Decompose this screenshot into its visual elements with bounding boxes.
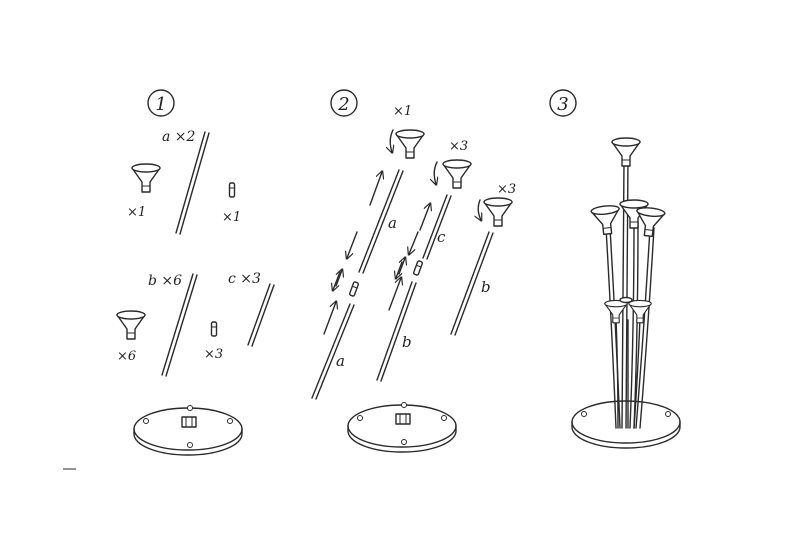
step2-count-right-cups: ×3	[497, 182, 516, 197]
stick-a-upper	[358, 169, 400, 273]
base-plate	[347, 402, 457, 453]
arrow	[390, 129, 393, 152]
arrow	[409, 231, 419, 254]
connector-icon	[210, 321, 218, 337]
stick-c-mid	[422, 194, 448, 259]
step1-count-connector-bottom: ×3	[204, 347, 223, 362]
connector-icon	[348, 280, 360, 298]
arrow	[335, 270, 342, 287]
arrow	[333, 271, 341, 290]
stick-c-mid-edge	[426, 195, 452, 260]
arrow	[388, 278, 401, 311]
step-1-panel: 1 a ×2 ×1 ×1 b ×6 c ×3 ×6 ×3	[63, 89, 275, 470]
stick-b-right	[450, 231, 490, 335]
arrow	[398, 258, 405, 275]
step2-label-c: c	[437, 228, 446, 246]
step-1-circle	[147, 89, 175, 117]
stick-b-mid-edge	[380, 282, 417, 382]
stick-a-lower-edge	[315, 304, 355, 400]
stick-b-mid	[376, 281, 413, 381]
stick-b-right-edge	[454, 232, 494, 336]
cup-icon	[611, 137, 641, 167]
step-2-circle	[330, 89, 358, 117]
stick-b	[161, 273, 194, 376]
step-3-number: 3	[557, 94, 568, 115]
stick-c	[247, 283, 271, 346]
step-2-number: 2	[337, 94, 349, 115]
cup-icon	[131, 163, 161, 193]
cup-icon	[395, 129, 425, 159]
step-2-panel: 2 ×1 a a ×3 c b ×3 b	[311, 89, 516, 453]
cup-icon	[442, 159, 472, 189]
step1-label-c: c ×3	[228, 271, 261, 287]
step1-label-b: b ×6	[148, 273, 182, 289]
cup-icon	[483, 197, 513, 227]
cup-icon	[590, 203, 623, 237]
connector-icon	[412, 259, 424, 277]
step2-label-b-right: b	[481, 278, 491, 296]
stick-a-edge	[179, 132, 210, 235]
step2-count-mid-cups: ×3	[449, 139, 468, 154]
step-3-panel: 3	[549, 89, 681, 449]
step2-count-top-cup: ×1	[393, 104, 412, 119]
step-1-number: 1	[155, 94, 166, 115]
step-3-circle	[549, 89, 577, 117]
arrow	[369, 172, 382, 206]
assembled-stand	[590, 137, 666, 429]
arrow	[434, 161, 437, 184]
base-plate	[133, 405, 243, 456]
step1-count-cup-bottom: ×6	[117, 349, 136, 364]
stick-a-upper-edge	[362, 170, 404, 274]
arrow	[419, 204, 430, 231]
stick-c-edge	[251, 284, 275, 347]
cup-icon	[633, 205, 666, 239]
step1-label-a: a ×2	[162, 129, 196, 145]
cup-icon	[604, 299, 628, 324]
connector-icon	[228, 182, 236, 198]
stick-a-lower	[311, 303, 351, 399]
step1-count-connector-top: ×1	[222, 210, 241, 225]
arrow	[323, 302, 336, 335]
cup-icon	[116, 310, 146, 340]
stick-b-edge	[165, 274, 198, 377]
arrow	[347, 231, 358, 258]
stick-a	[175, 131, 206, 234]
step2-label-a-upper: a	[388, 214, 397, 232]
step2-label-b-lower: b	[402, 333, 412, 351]
step1-count-cup-top: ×1	[127, 205, 146, 220]
step2-label-a-lower: a	[336, 352, 345, 370]
arrow	[478, 199, 481, 220]
